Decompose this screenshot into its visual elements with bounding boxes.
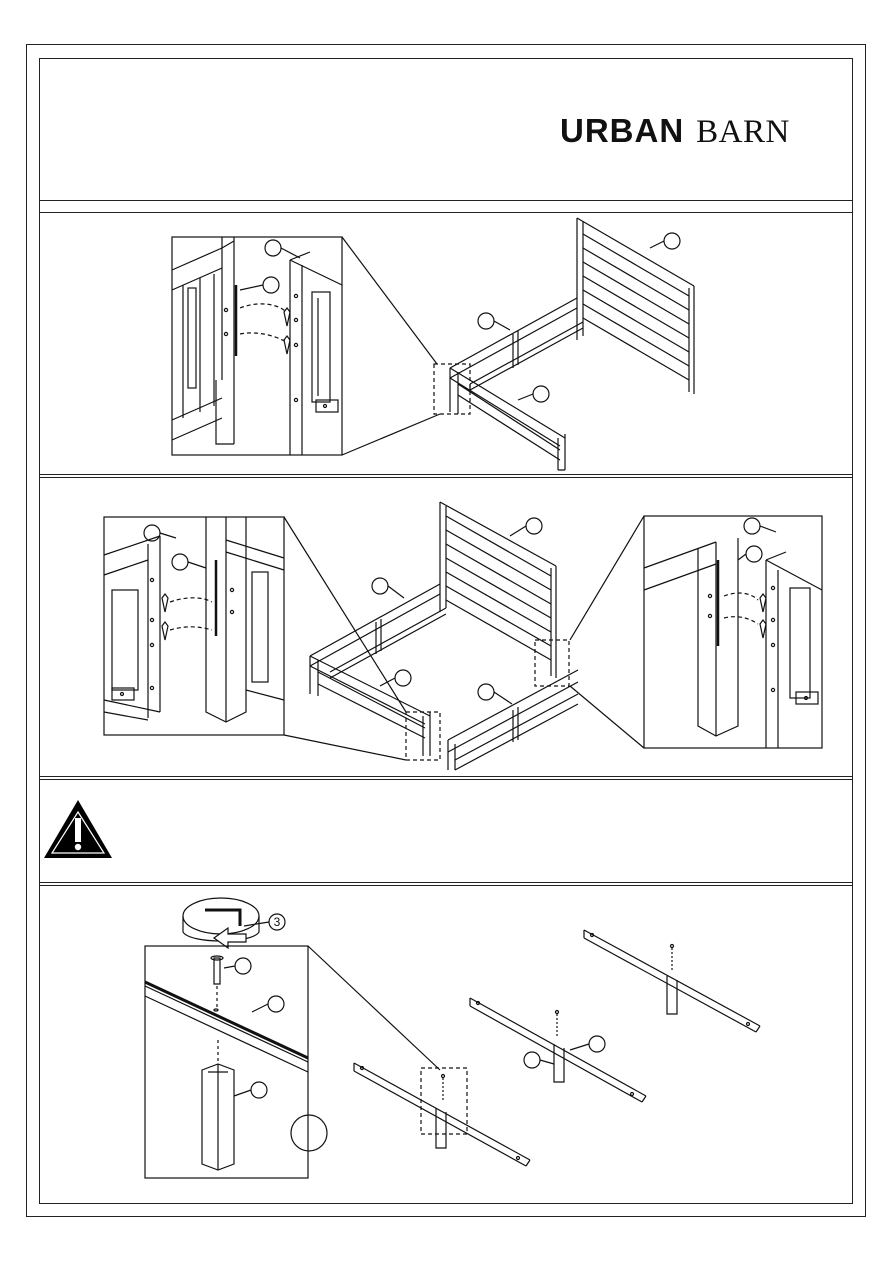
step2-highlight-right: [535, 640, 569, 686]
screwdriver-ref-label: 3: [274, 915, 281, 929]
step4-highlight-box: [421, 1068, 467, 1134]
step2-detail-right: [644, 516, 822, 748]
step2-leader-left: [284, 517, 406, 760]
step2-detail-left: [104, 517, 284, 735]
step1-leader: [342, 237, 440, 455]
step4-support-bars: [354, 930, 760, 1166]
step1-detail-inset: [172, 237, 342, 455]
step2-bed-frame: [310, 502, 578, 770]
step4-detail-inset: [145, 946, 327, 1178]
warning-triangle-icon: [44, 800, 112, 858]
step1-highlight-box: [434, 364, 470, 414]
step4-rotate-indicator: [183, 898, 285, 948]
step4-leader: [308, 946, 440, 1070]
step2-leader-right: [570, 516, 644, 748]
step1-bed-frame: [450, 218, 694, 470]
